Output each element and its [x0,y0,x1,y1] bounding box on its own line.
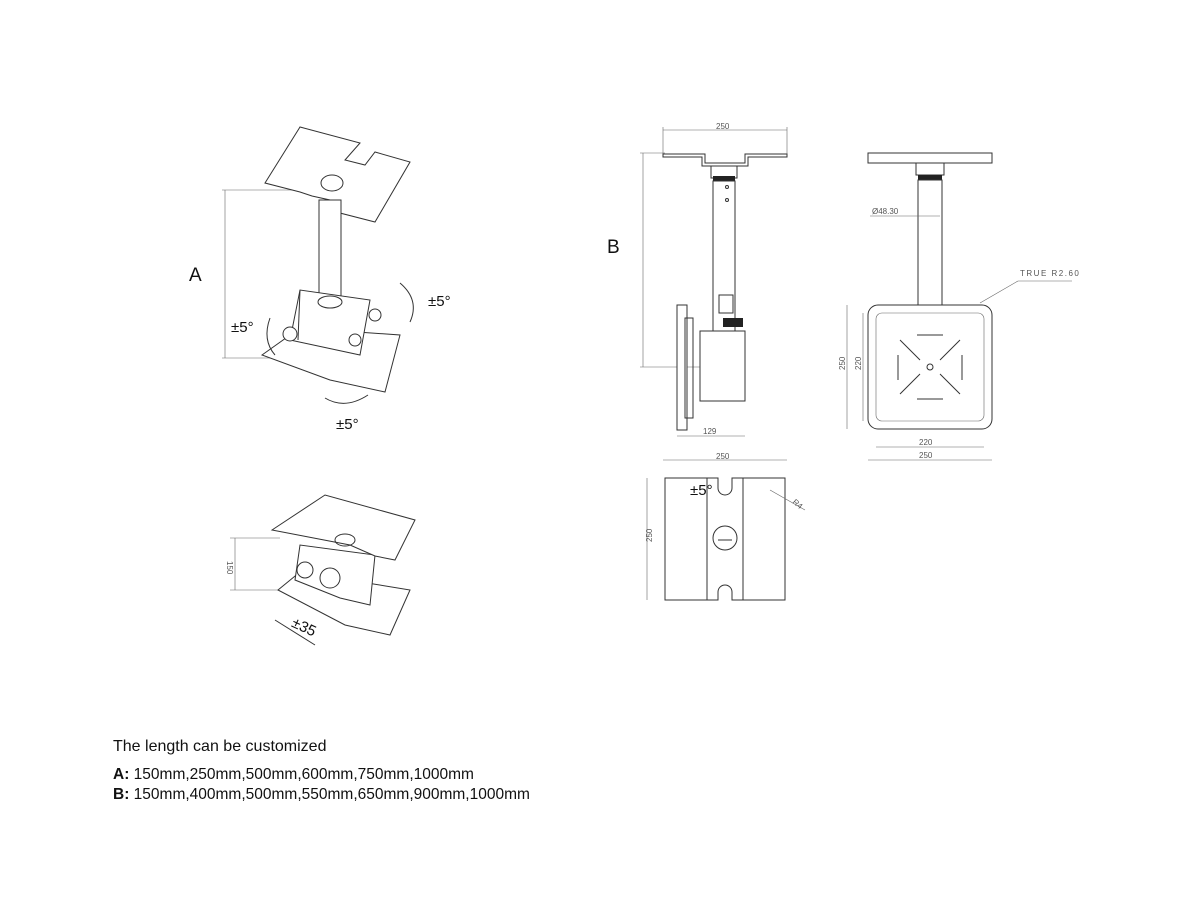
row-a-label: A: [113,766,130,783]
bottom-rotation-label: ±5° [690,482,713,499]
notes-row-a: A: 150mm,250mm,500mm,600mm,750mm,1000mm [113,765,530,785]
row-b-values: 150mm,400mm,500mm,550mm,650mm,900mm,1000… [133,786,530,803]
view-a-label: A [189,265,202,286]
view-a2-drawing [230,494,416,646]
bottom-width-dim: 250 [716,452,730,461]
plate-width-outer-dim: 250 [919,451,933,460]
row-a-values: 150mm,250mm,500mm,600mm,750mm,1000mm [133,766,474,783]
length-notes: The length can be customized A: 150mm,25… [113,738,530,805]
corner-radius-note: TRUE R2.60 [1020,269,1080,278]
top-width-dim: 250 [716,122,730,131]
rotation-bottom-label: ±5° [336,416,359,433]
notes-row-b: B: 150mm,400mm,500mm,550mm,650mm,900mm,1… [113,785,530,805]
slot-radius-dim: R4 [791,497,805,511]
plate-width-inner-dim: 220 [919,438,933,447]
side-view-drawing [640,127,788,437]
plate-height-inner-dim: 220 [854,356,863,370]
rotation-left-label: ±5° [231,319,254,336]
tube-diameter-dim: Ø48.30 [872,207,899,216]
bottom-height-dim: 250 [645,528,654,542]
rotation-right-label: ±5° [428,293,451,310]
height-dim-label: 150 [225,561,234,575]
slide-label: ±35 [289,614,319,640]
plate-height-outer-dim: 250 [838,356,847,370]
row-b-label: B: [113,786,130,803]
front-view-drawing [846,152,1072,461]
view-b-label: B [607,237,620,258]
bottom-plate-drawing [646,459,806,601]
side-depth-dim: 129 [703,427,717,436]
notes-title: The length can be customized [113,738,327,755]
view-a-drawing [222,126,414,404]
